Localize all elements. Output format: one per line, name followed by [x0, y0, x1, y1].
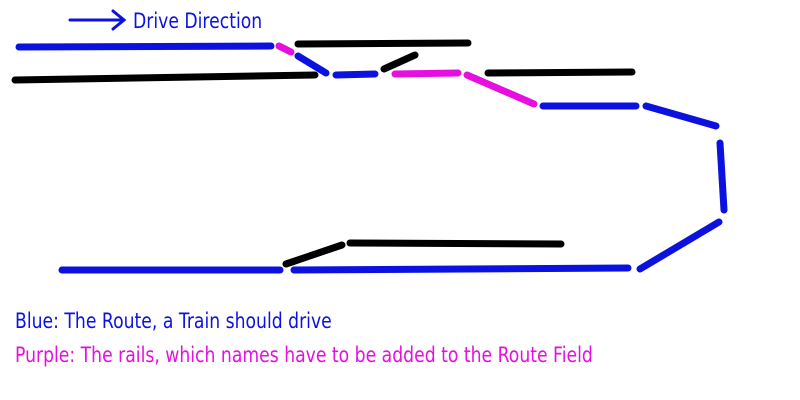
track-top-upper [294, 39, 472, 48]
route-short [332, 70, 379, 79]
track-top-lower [11, 71, 319, 84]
black-tracks [11, 39, 636, 268]
route-segments [15, 42, 728, 274]
track-bottom-upper [346, 239, 565, 248]
rail-middle [391, 69, 462, 78]
legend-rails: Purple: The rails, which names have to b… [15, 343, 593, 367]
route-curve-vertical [716, 139, 728, 214]
route-diagonal-down [294, 52, 330, 77]
rail-diagonal [463, 71, 538, 108]
route-top-left [15, 42, 275, 51]
direction-arrow-icon [68, 9, 127, 31]
rail-switch-top [275, 42, 295, 56]
drive-direction-label: Drive Direction [133, 9, 263, 33]
route-curve-2 [636, 218, 723, 273]
arrow-head [111, 9, 127, 31]
route-curve-1 [642, 102, 720, 130]
legend-route: Blue: The Route, a Train should drive [15, 309, 332, 333]
track-right-upper [484, 68, 636, 77]
route-bottom-right [290, 264, 632, 274]
rail-segments [275, 42, 538, 108]
track-switch-diagonal [380, 51, 419, 73]
track-bottom-switch [282, 241, 346, 268]
